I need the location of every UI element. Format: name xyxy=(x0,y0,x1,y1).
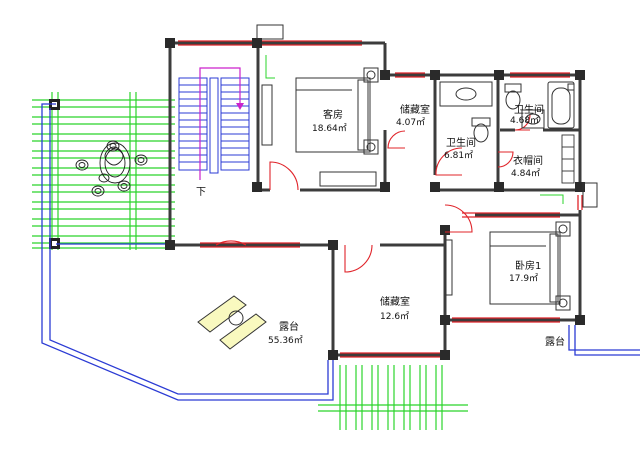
stair-down-label: 下 xyxy=(196,187,206,198)
terrace-large-area: 55.36㎡ xyxy=(268,335,303,346)
garden-table-set xyxy=(75,140,148,197)
terrace-small-name: 露台 xyxy=(545,335,565,348)
bedroom-1-name: 卧房1 xyxy=(515,259,541,272)
wardrobe-name: 衣帽间 xyxy=(513,154,543,167)
storage-large-name: 储藏室 xyxy=(380,295,410,308)
columns xyxy=(165,38,585,360)
terrace-large-name: 露台 xyxy=(279,320,299,333)
ac-unit xyxy=(256,24,598,208)
guest-room-name: 客房 xyxy=(323,108,343,121)
terrace-railing xyxy=(41,103,640,401)
pergola-left xyxy=(32,92,175,250)
bathroom-center-area: 6.81㎡ xyxy=(444,150,473,161)
guest-bed xyxy=(295,67,379,187)
guest-room-area: 18.64㎡ xyxy=(312,123,347,134)
doors xyxy=(215,114,531,273)
bathroom-center-name: 卫生间 xyxy=(446,136,476,149)
storage-small-name: 储藏室 xyxy=(400,103,430,116)
door-frame-marks xyxy=(265,55,564,204)
pergola-bottom xyxy=(318,365,468,430)
bedroom-1-area: 17.9㎡ xyxy=(509,273,538,284)
wardrobe-rails xyxy=(561,134,575,184)
staircase xyxy=(178,77,250,174)
storage-large-area: 12.6㎡ xyxy=(380,311,409,322)
bathroom-right-area: 4.68㎡ xyxy=(510,115,539,126)
walls xyxy=(168,41,582,357)
bedroom-bed xyxy=(445,221,571,311)
wardrobe-area: 4.84㎡ xyxy=(511,168,540,179)
stair-path-arrow xyxy=(199,67,241,180)
windows xyxy=(178,40,583,358)
bathroom-fixtures xyxy=(439,81,545,143)
wall-cabinet xyxy=(261,84,273,146)
sun-loungers xyxy=(197,295,267,350)
bathtub xyxy=(547,81,575,129)
storage-small-area: 4.07㎡ xyxy=(396,117,425,128)
bathroom-right-name: 卫生间 xyxy=(514,103,544,116)
room-labels: 客房 18.64㎡ 储藏室 4.07㎡ 卫生间 6.81㎡ 卫生间 4.68㎡ … xyxy=(196,103,565,348)
